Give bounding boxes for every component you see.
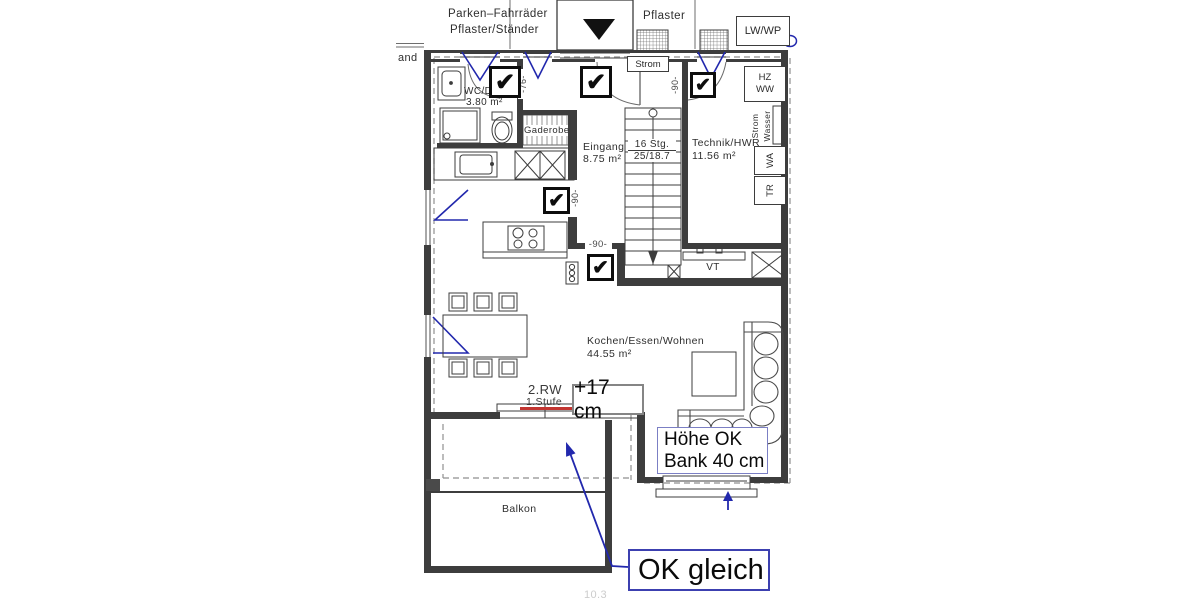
room-wohnen-name: Kochen/Essen/Wohnen bbox=[587, 335, 705, 347]
check-stamp-wc-icon: ✔ bbox=[489, 66, 521, 98]
room-wohnen-area: 44.55 m² bbox=[587, 348, 632, 360]
hoehe-line2: Bank 40 cm bbox=[664, 450, 765, 472]
kitchen bbox=[433, 147, 681, 285]
strom-riser-label: Strom bbox=[750, 113, 760, 139]
edge-dim-partial: 10.3 bbox=[584, 589, 608, 601]
check-stamp-kitchen-icon: ✔ bbox=[543, 187, 570, 214]
room-balkon-name: Balkon bbox=[502, 503, 537, 515]
room-wc-name: WC/D bbox=[464, 86, 493, 97]
entrance-arrow-icon bbox=[583, 19, 615, 40]
ww-label: WW bbox=[756, 84, 774, 95]
red-underline bbox=[520, 407, 578, 410]
room-technik-area: 11.56 m² bbox=[692, 150, 736, 162]
dim-90-technik-door: -90- bbox=[670, 70, 680, 100]
step-rw-label: 2.RW bbox=[528, 382, 562, 397]
plus17-annotation: +17 cm bbox=[572, 376, 644, 423]
hz-label: HZ bbox=[758, 71, 772, 83]
pflaster-label: Pflaster bbox=[643, 10, 686, 22]
annotation-arrows bbox=[566, 34, 798, 568]
dim-90-kitchen-door: -90- bbox=[570, 183, 580, 213]
hoehe-line1: Höhe OK bbox=[664, 428, 743, 450]
dining-set bbox=[442, 292, 528, 378]
hz-ww-box: HZ WW bbox=[744, 66, 786, 102]
walls bbox=[424, 50, 788, 573]
vt-label: VT bbox=[706, 262, 720, 273]
technik-fixtures bbox=[682, 105, 787, 279]
window-lines bbox=[425, 53, 726, 357]
check-stamp-entrance-icon: ✔ bbox=[580, 66, 612, 98]
coffee-table bbox=[691, 351, 737, 397]
parken-label-line2: Pflaster/Ständer bbox=[450, 24, 539, 36]
room-wc-area: 3.80 m² bbox=[466, 97, 503, 108]
dim-90-hall-door: -90- bbox=[588, 239, 608, 250]
hoehe-bank-annotation: Höhe OK Bank 40 cm bbox=[657, 427, 768, 474]
wasser-riser-label: Wasser bbox=[762, 110, 772, 142]
step-stufe-label: 1.Stufe bbox=[526, 396, 563, 408]
window-opening-icons bbox=[432, 51, 726, 354]
strom-box: Strom bbox=[627, 56, 669, 72]
stairs-count: 16 Stg. bbox=[634, 139, 670, 150]
lw-wp-box: LW/WP bbox=[736, 16, 790, 46]
stairs-label: 16 Stg. 25/18.7 bbox=[628, 139, 676, 162]
tr-box: TR bbox=[754, 176, 786, 205]
check-stamp-technik-icon: ✔ bbox=[690, 72, 716, 98]
stairs-dims: 25/18.7 bbox=[628, 150, 676, 162]
ok-gleich-annotation: OK gleich bbox=[628, 549, 770, 591]
room-eingang-area: 8.75 m² bbox=[583, 153, 622, 165]
dashed-boundary bbox=[433, 56, 791, 484]
check-stamp-hall-icon: ✔ bbox=[587, 254, 614, 281]
room-technik-name: Technik/HWR bbox=[692, 137, 760, 149]
room-garderobe-name: Gaderobe bbox=[524, 125, 570, 136]
room-eingang-name: Eingang bbox=[583, 141, 625, 153]
site-lines bbox=[396, 0, 696, 49]
wand-partial-label: and bbox=[398, 52, 418, 64]
wc-fixtures bbox=[437, 66, 513, 144]
parken-label-line1: Parken–Fahrräder bbox=[448, 8, 548, 20]
bench-window bbox=[655, 475, 758, 498]
wa-box: WA bbox=[754, 146, 786, 175]
